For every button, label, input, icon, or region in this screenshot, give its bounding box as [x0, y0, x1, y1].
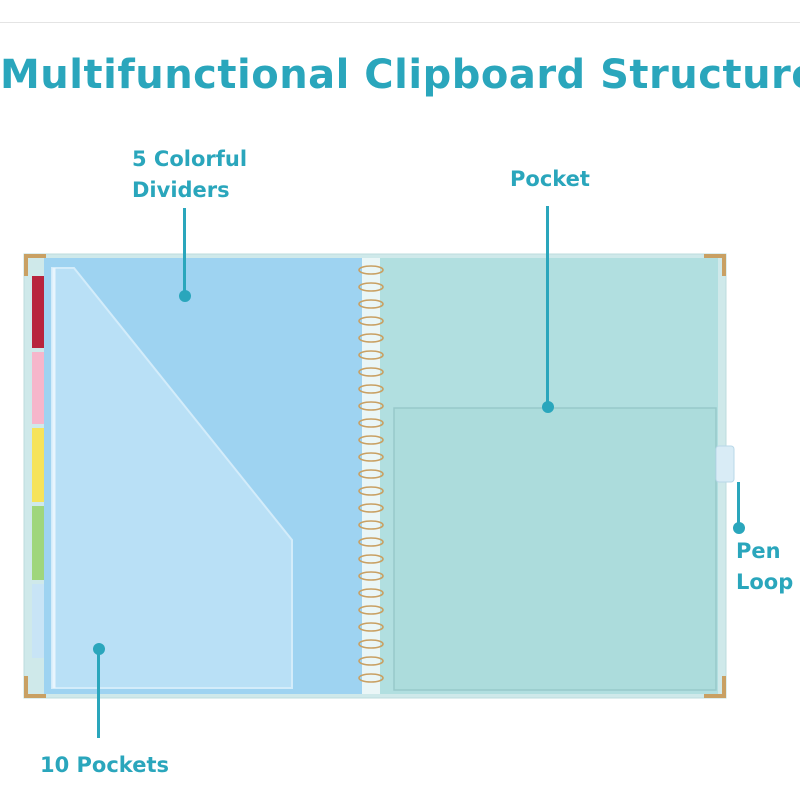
- spiral-ring-icon: [358, 554, 384, 564]
- corner-protector-icon: [24, 254, 46, 276]
- callout-dividers-line1: 5 Colorful: [132, 147, 248, 171]
- spiral-binding: [358, 258, 384, 694]
- spiral-ring-icon: [358, 452, 384, 462]
- spiral-ring-icon: [358, 673, 384, 683]
- callout-pocket: Pocket: [510, 167, 590, 191]
- spiral-ring-icon: [358, 367, 384, 377]
- front-pocket: [393, 407, 717, 691]
- spiral-ring-icon: [358, 333, 384, 343]
- corner-protectors: [24, 254, 726, 698]
- spiral-ring-icon: [358, 639, 384, 649]
- callout-pocket-leader: [546, 206, 549, 406]
- callout-pen-loop: Pen Loop: [736, 536, 793, 598]
- spiral-ring-icon: [358, 571, 384, 581]
- callout-pen-loop-dot: [733, 522, 745, 534]
- spiral-ring-icon: [358, 656, 384, 666]
- corner-protector-icon: [704, 676, 726, 698]
- document-pocket-sleeve: [51, 267, 293, 689]
- callout-dividers-leader: [183, 208, 186, 296]
- spiral-ring-icon: [358, 384, 384, 394]
- spiral-ring-icon: [358, 469, 384, 479]
- spiral-ring-icon: [358, 520, 384, 530]
- callout-dividers: 5 Colorful Dividers: [132, 144, 247, 206]
- spiral-ring-icon: [358, 622, 384, 632]
- spiral-ring-icon: [358, 605, 384, 615]
- spiral-ring-icon: [358, 316, 384, 326]
- corner-protector-icon: [704, 254, 726, 276]
- spiral-ring-icon: [358, 350, 384, 360]
- spiral-ring-icon: [358, 282, 384, 292]
- spiral-ring-icon: [358, 486, 384, 496]
- callout-pen-loop-line1: Pen: [736, 539, 781, 563]
- callout-pen-loop-leader: [737, 482, 740, 528]
- top-divider-line: [0, 22, 800, 23]
- spiral-ring-icon: [358, 299, 384, 309]
- spiral-ring-icon: [358, 418, 384, 428]
- spiral-ring-icon: [358, 265, 384, 275]
- spiral-ring-icon: [358, 537, 384, 547]
- corner-protector-icon: [24, 676, 46, 698]
- callout-pen-loop-line2: Loop: [736, 570, 794, 594]
- spiral-ring-icon: [358, 401, 384, 411]
- spiral-ring-icon: [358, 503, 384, 513]
- callout-pockets-dot: [93, 643, 105, 655]
- callout-dividers-line2: Dividers: [132, 178, 230, 202]
- callout-pockets: 10 Pockets: [40, 753, 169, 777]
- callout-pockets-leader: [97, 650, 100, 738]
- page-title: Multifunctional Clipboard Structure: [0, 52, 800, 98]
- callout-pocket-dot: [542, 401, 554, 413]
- spiral-ring-icon: [358, 435, 384, 445]
- pen-loop-strap-icon: [715, 445, 735, 483]
- spiral-ring-icon: [358, 588, 384, 598]
- callout-dividers-dot: [179, 290, 191, 302]
